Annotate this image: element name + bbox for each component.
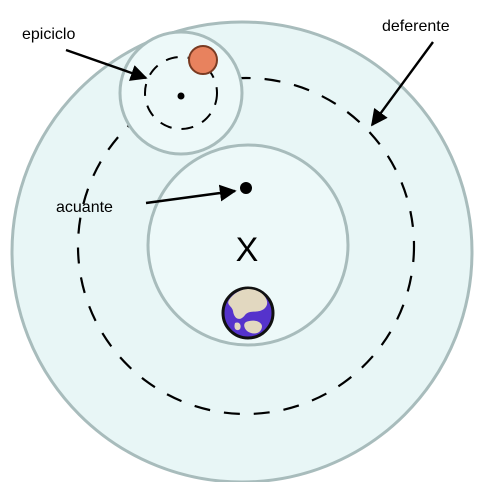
equant-point-icon (240, 182, 252, 194)
earth-globe-icon (221, 286, 275, 340)
equant-arrow (145, 184, 237, 205)
epicycle-arrow (65, 48, 148, 81)
epicycle-path (144, 56, 218, 130)
epicycle-label: epiciclo (22, 26, 75, 43)
epicycle-center-icon (177, 92, 185, 100)
deferent-path (76, 76, 416, 416)
deferent-label: deferente (382, 18, 450, 35)
equant-label: acuante (56, 199, 113, 216)
planet-icon (188, 45, 218, 75)
center-mark: X (236, 231, 259, 269)
deferent-arrow (371, 41, 434, 127)
